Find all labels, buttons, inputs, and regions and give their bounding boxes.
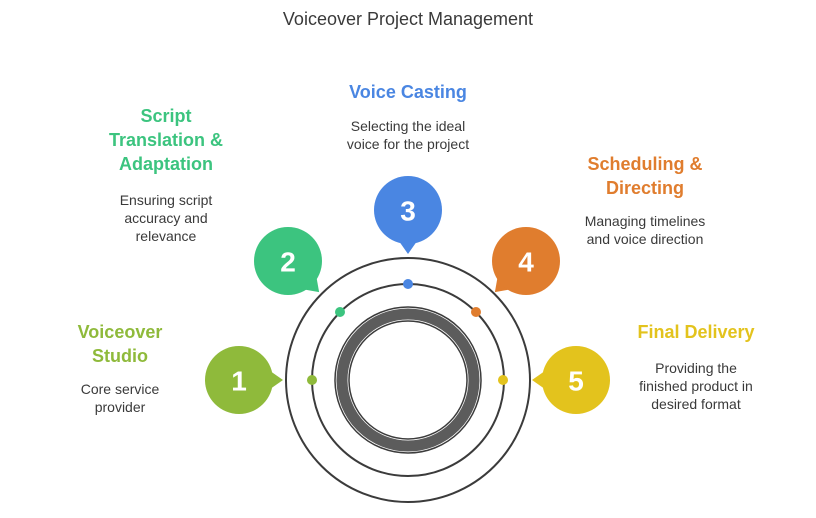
step-3-ring-marker [403,279,413,289]
step-3-number: 3 [400,196,416,227]
step-1-desc: Core service provider [40,380,200,416]
step-2-title-line: Script [140,106,192,126]
step-1-title: Voiceover Studio [40,320,200,368]
step-1-ring-marker [307,375,317,385]
step-4-ring-marker [471,307,481,317]
step-1-desc-line: provider [94,399,146,415]
diagram-title: Voiceover Project Management [282,9,534,29]
step-2-title-line: Adaptation [119,154,213,174]
step-3-desc-line: voice for the project [346,136,470,152]
badge-layer: 1 2 3 4 5 [205,176,610,414]
step-4-title: Scheduling & Directing [560,152,730,200]
step-4-title-line: Scheduling & [587,154,703,174]
step-4-desc-line: Managing timelines [584,213,706,229]
step-3-badge-circle [374,176,442,244]
step-5-desc-line: Providing the [655,360,737,376]
step-1-number: 1 [231,366,247,397]
step-2-desc-line: relevance [135,228,197,244]
step-1-badge-circle [205,346,273,414]
core-ring-outer-edge [334,306,482,454]
step-5-number: 5 [568,366,584,397]
step-1-title-line: Studio [92,346,148,366]
step-3-desc-line: Selecting the ideal [350,118,466,134]
step-5-desc-line: finished product in [639,378,753,394]
outer-ring [285,257,531,503]
step-1-desc-line: Core service [80,381,160,397]
step-4-title-line: Directing [605,178,684,198]
step-5-ring-marker [498,375,508,385]
step-1-title-line: Voiceover [77,322,163,342]
step-5-desc: Providing the finished product in desire… [611,359,781,413]
step-3-title: Voice Casting [308,80,508,104]
step-4-badge-circle [492,227,560,295]
step-1-badge: 1 [205,346,283,414]
step-5-badge-circle [542,346,610,414]
step-2-desc-line: Ensuring script [119,192,213,208]
step-4-number: 4 [518,247,534,278]
step-5-title: Final Delivery [611,320,781,344]
step-4-badge: 4 [492,227,560,295]
core-ring-inner-edge [348,320,468,440]
step-2-title: Script Translation & Adaptation [86,104,246,176]
marker-layer [307,279,508,385]
step-5-desc-line: desired format [651,396,741,412]
step-5-title-line: Final Delivery [637,322,755,342]
step-5-badge: 5 [532,346,610,414]
step-4-desc: Managing timelines and voice direction [560,212,730,248]
step-3-title-line: Voice Casting [349,82,467,102]
step-2-desc: Ensuring script accuracy and relevance [86,191,246,245]
step-2-badge: 2 [254,227,322,295]
step-2-number: 2 [280,247,296,278]
step-3-badge: 3 [374,176,442,254]
step-2-ring-marker [335,307,345,317]
step-4-desc-line: and voice direction [586,231,704,247]
step-2-badge-circle [254,227,322,295]
step-3-desc: Selecting the ideal voice for the projec… [308,117,508,153]
core-ring [336,308,480,452]
step-2-title-line: Translation & [108,130,224,150]
step-2-desc-line: accuracy and [124,210,208,226]
